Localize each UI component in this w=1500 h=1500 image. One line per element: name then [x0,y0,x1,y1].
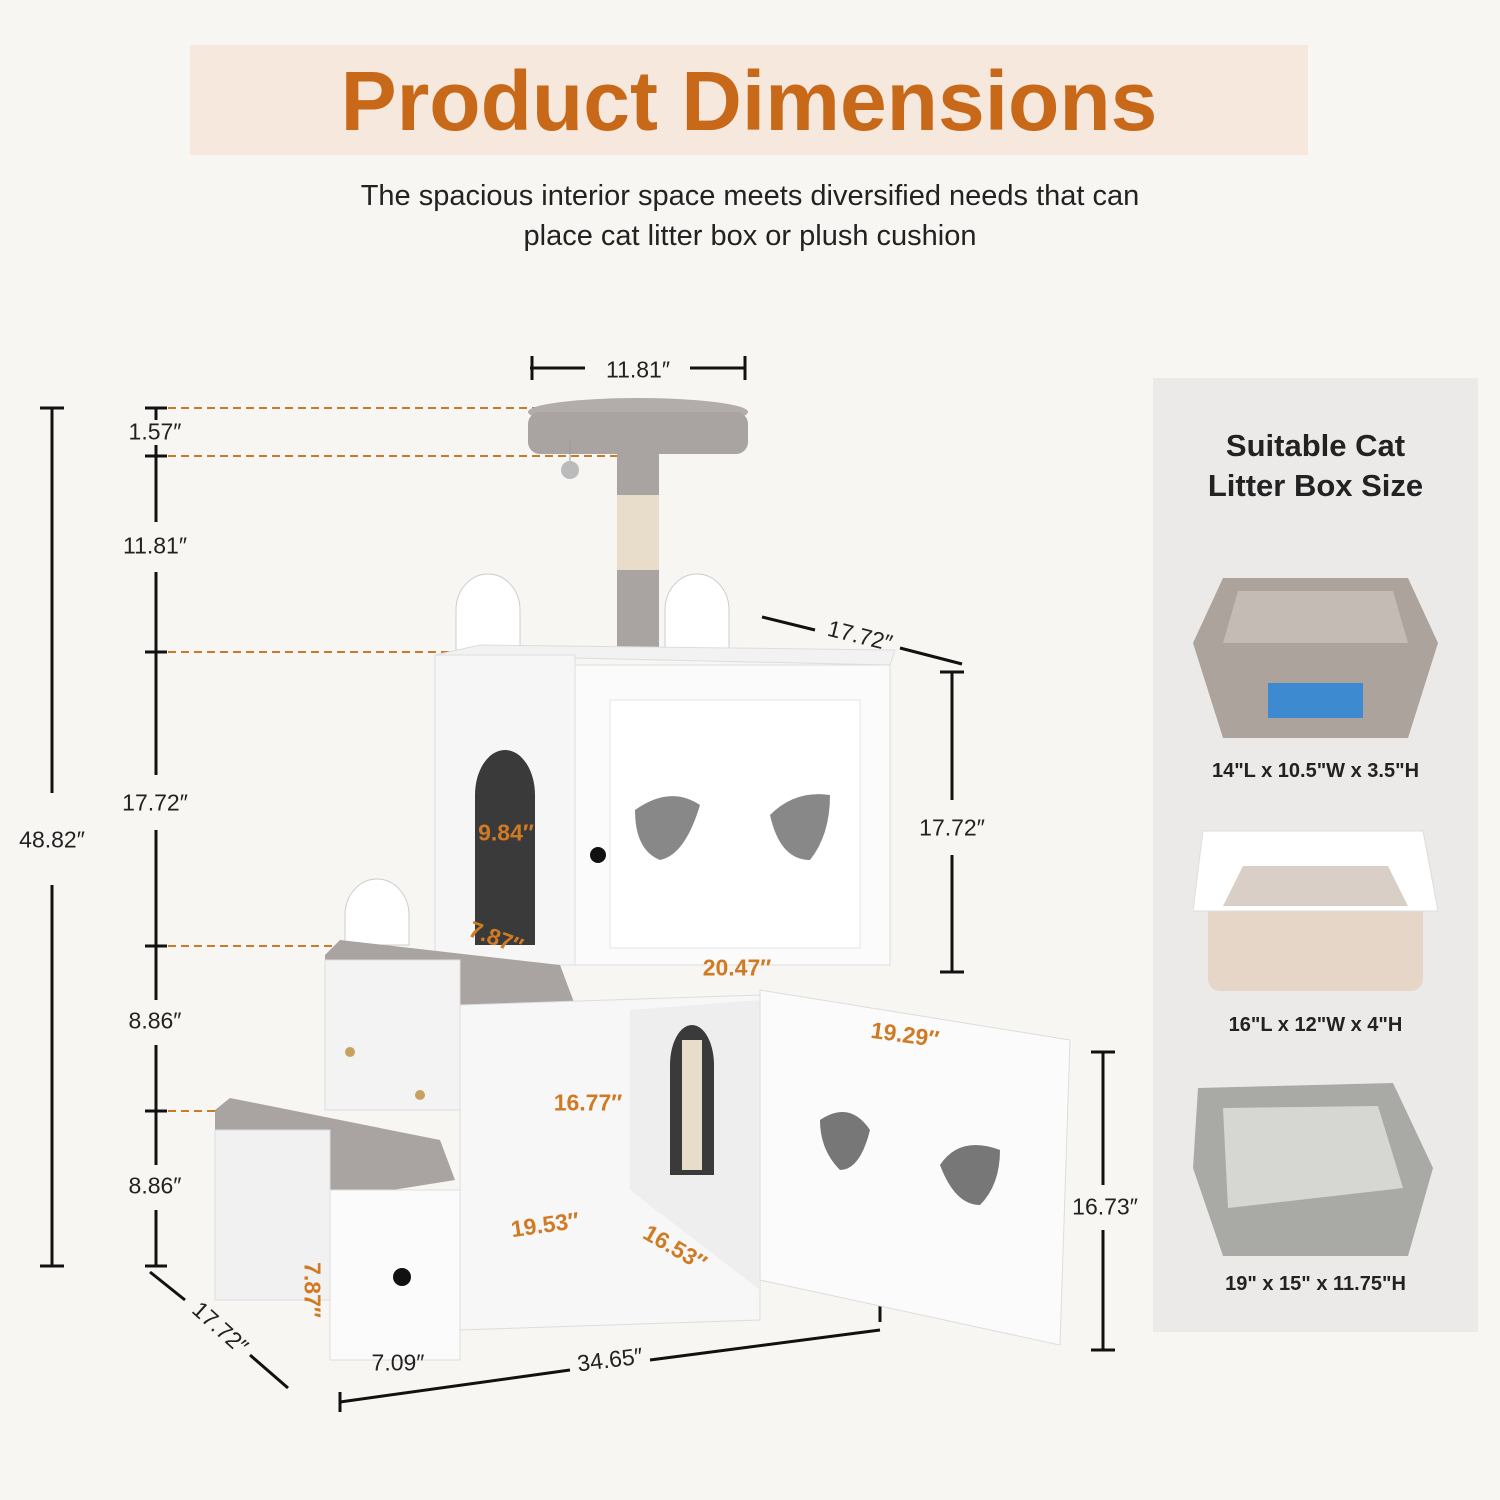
dim-interior-height: 16.77″ [553,1089,623,1116]
dim-drawer-height: 7.87″ [299,1262,326,1318]
dim-step-width: 7.09″ [371,1349,425,1376]
subtitle: The spacious interior space meets divers… [250,176,1250,256]
litter-box-image-3 [1193,1083,1433,1256]
subtitle-line-1: The spacious interior space meets divers… [360,180,1140,212]
dim-platform-thickness: 1.57″ [128,418,182,445]
dim-upper-width: 20.47″ [702,954,772,981]
dim-step-height-1: 8.86″ [128,1007,182,1034]
dim-upper-height-right: 17.72″ [919,814,985,841]
dim-step-height-2: 8.86″ [128,1172,182,1199]
cat-tree [214,398,1071,1361]
litter-box-panel: Suitable Cat Litter Box Size 14"L x 10.5… [1153,378,1478,1332]
dim-post-height: 11.81″ [123,532,187,559]
litter-box-image-2 [1193,830,1438,991]
litter-box-size-3: 19" x 15" x 11.75"H [1225,1273,1406,1295]
panel-title-line-1: Suitable Cat [1225,428,1406,463]
dim-total-height: 48.82″ [19,826,85,853]
dim-side-door-height: 9.84″ [478,819,534,846]
subtitle-line-2: place cat litter box or plush cushion [523,220,977,252]
dim-top-platform-width: 11.81″ [606,356,670,383]
litter-box-size-2: 16"L x 12"W x 4"H [1228,1014,1403,1036]
dim-upper-cabinet-height-left: 17.72″ [122,789,188,816]
litter-box-size-1: 14"L x 10.5"W x 3.5"H [1211,760,1420,782]
panel-title: Suitable Cat Litter Box Size [1153,426,1478,506]
page-title: Product Dimensions [340,54,1158,148]
dimension-lines [40,356,1115,1412]
panel-title-line-2: Litter Box Size [1207,468,1424,503]
dim-door-height: 16.73″ [1072,1193,1138,1220]
title-banner: Product Dimensions [190,45,1308,155]
litter-box-image-1 [1193,578,1438,738]
